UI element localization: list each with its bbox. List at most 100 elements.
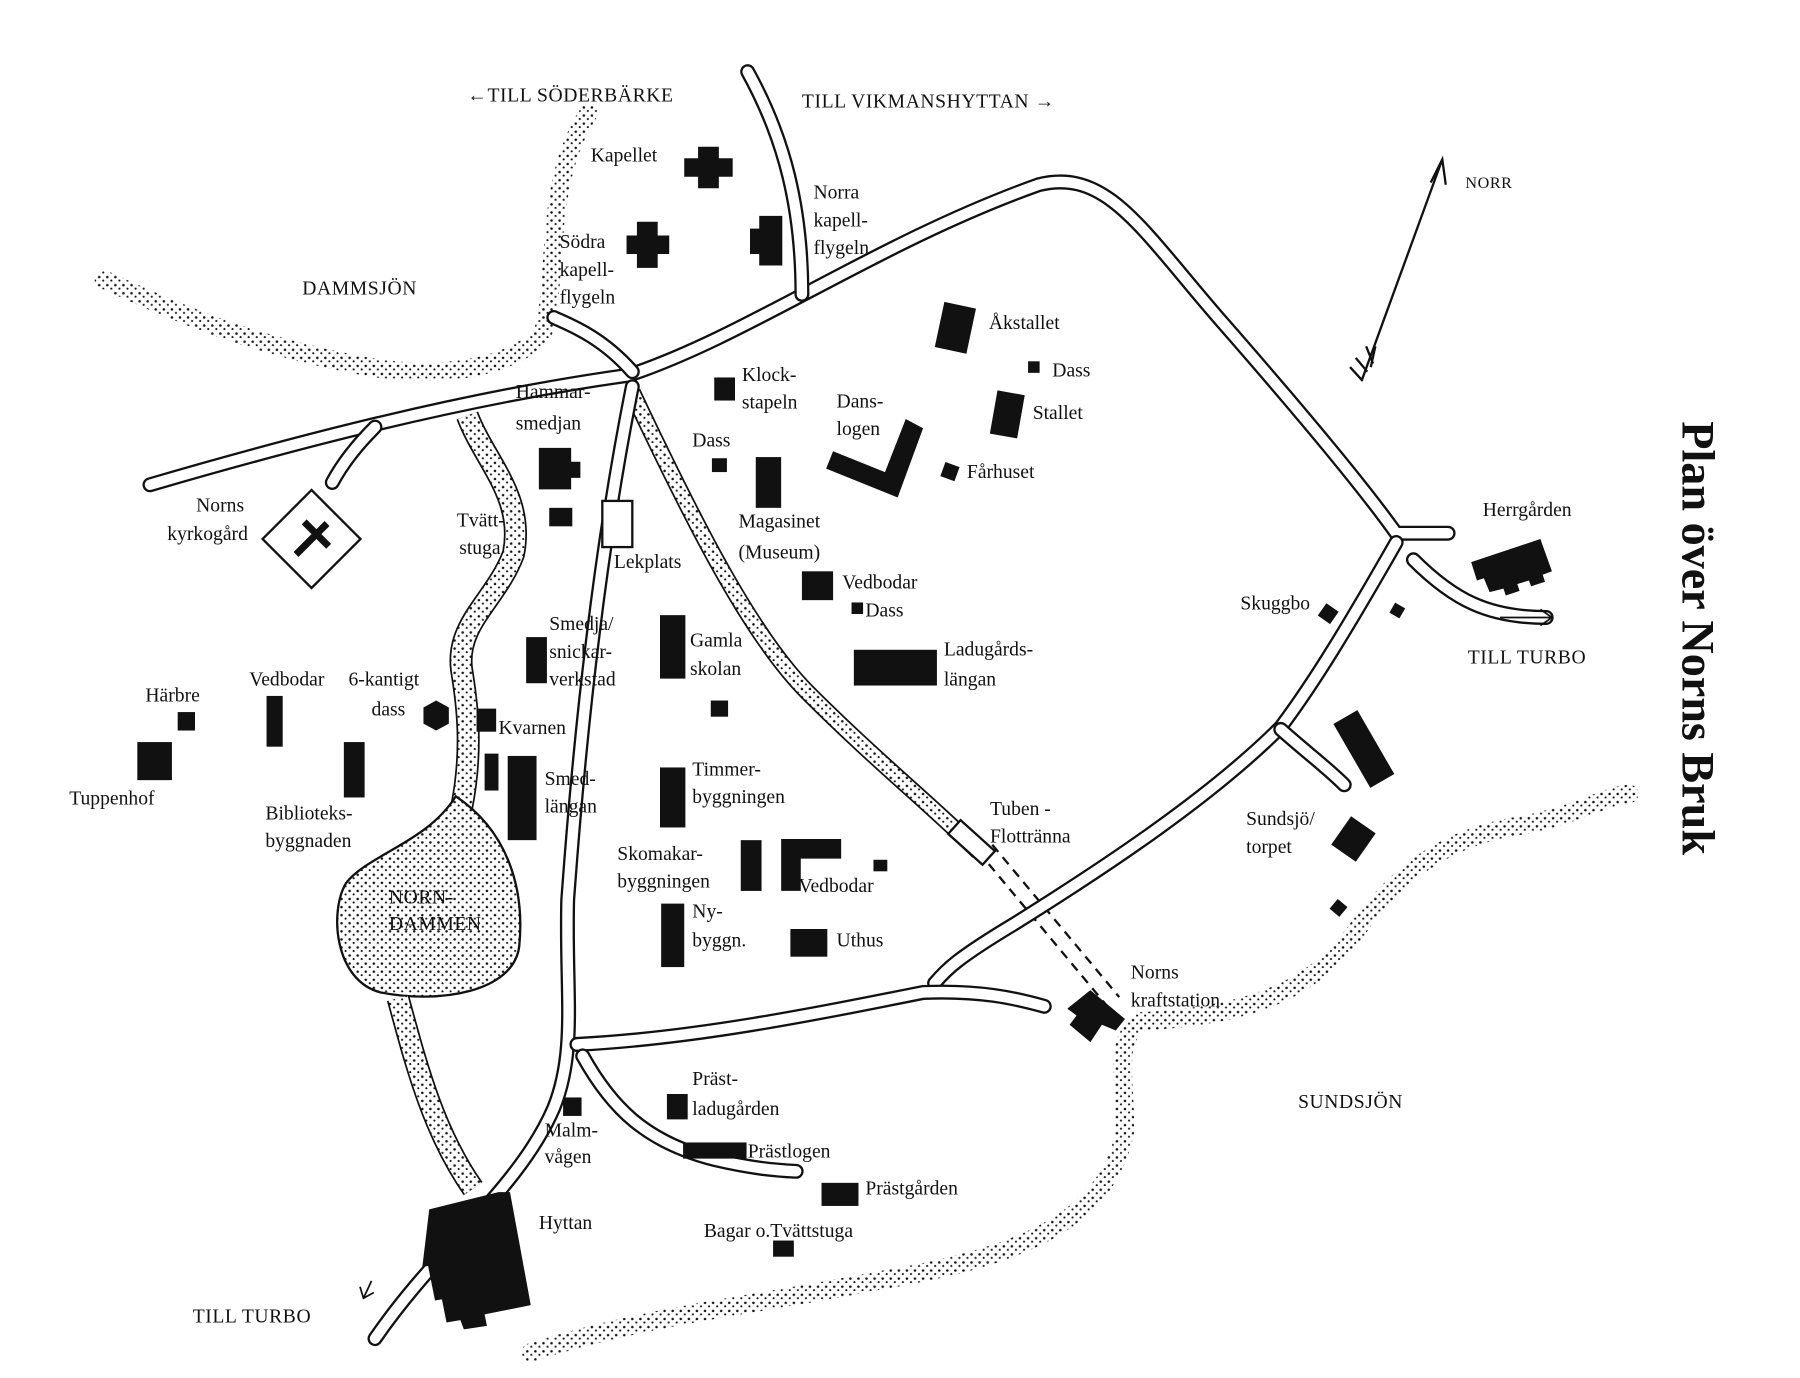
farhuset-building bbox=[940, 462, 960, 482]
sundsjon-shore bbox=[521, 784, 1639, 1362]
herrgarden-building bbox=[1471, 539, 1552, 596]
prastgarden-building bbox=[821, 1182, 859, 1206]
tuben-gate bbox=[946, 818, 997, 867]
malmvagen-building bbox=[563, 1097, 582, 1116]
label-lekplats: Lekplats bbox=[614, 552, 682, 573]
tvattstuga-building bbox=[549, 507, 573, 527]
smedlangan-building bbox=[507, 755, 537, 841]
bagarstuga-building bbox=[773, 1240, 794, 1257]
sodra-flygeln-building bbox=[626, 221, 670, 268]
tuben-pipe bbox=[977, 844, 1121, 1005]
uthus-building bbox=[790, 929, 828, 957]
label-smedlangan: Smed-längan bbox=[545, 769, 597, 818]
sundsjo-long-building bbox=[1333, 710, 1395, 788]
label-bagar-tvattstuga: Bagar o.Tvättstuga bbox=[704, 1221, 854, 1242]
water-label-sundsjon: SUNDSJÖN bbox=[1298, 1092, 1403, 1113]
prastladugarden-building bbox=[666, 1094, 688, 1120]
kvarnen-building bbox=[476, 708, 497, 732]
label-nybyggnaden: Ny-byggn. bbox=[692, 901, 746, 951]
dammsjon-shore bbox=[94, 103, 598, 382]
arrow-icon bbox=[359, 608, 1554, 1300]
shed-building bbox=[873, 859, 888, 872]
water-label-norndammen: NORN-DAMMEN bbox=[389, 888, 482, 936]
label-prastlogen: Prästlogen bbox=[748, 1141, 831, 1162]
dass-building bbox=[1028, 361, 1040, 373]
label-prastgarden: Prästgården bbox=[865, 1178, 958, 1199]
direction-turbo-south: TILL TURBO bbox=[193, 1306, 312, 1327]
label-dass: Dass bbox=[1052, 360, 1090, 381]
stream-inner bbox=[451, 411, 526, 810]
ladugardslangan-building bbox=[853, 649, 937, 686]
direction-vikmanshyttan: TILL VIKMANSHYTTAN → bbox=[802, 91, 1055, 112]
label-tuben-flottranna: Tuben -Flottränna bbox=[990, 799, 1071, 848]
label-timmerbyggningen: Timmer-byggningen bbox=[692, 760, 785, 809]
label-smedja: Smedja/snickar-verkstad bbox=[549, 614, 616, 690]
label-kapellet: Kapellet bbox=[591, 146, 658, 167]
label-harbre: Härbre bbox=[145, 686, 200, 707]
kapellet-building bbox=[684, 146, 733, 189]
label-stallet: Stallet bbox=[1033, 403, 1084, 424]
dass-building bbox=[711, 458, 727, 473]
label-kvarnen: Kvarnen bbox=[498, 718, 566, 739]
map-title: Plan över Norns Bruk bbox=[1672, 421, 1723, 855]
label-sundsjotorpet: Sundsjö/torpet bbox=[1246, 809, 1315, 858]
label-farhuset: Fårhuset bbox=[967, 462, 1035, 483]
label-danslogen: Dans-logen bbox=[837, 391, 884, 440]
label-dass: Dass bbox=[692, 431, 730, 452]
label-skomakarbyggningen: Skomakar-byggningen bbox=[617, 844, 710, 893]
nybyggnaden-building bbox=[661, 903, 685, 968]
gamla-skolan-building bbox=[660, 615, 686, 679]
label-dass: Dass bbox=[865, 600, 903, 621]
vedbodar-building bbox=[266, 695, 283, 747]
buildings bbox=[137, 146, 1552, 1330]
norra-flygeln-building bbox=[750, 215, 783, 266]
direction-soderbarke: ←TILL SÖDERBÄRKE bbox=[467, 86, 673, 107]
biblioteksbyggnaden-building bbox=[343, 742, 365, 798]
label-magasinet: Magasinet(Museum) bbox=[738, 511, 820, 563]
label-herrgarden: Herrgården bbox=[1483, 500, 1572, 521]
outflow-inner bbox=[388, 995, 482, 1195]
tuben-flume-inner bbox=[626, 389, 984, 857]
klockstapeln-building bbox=[714, 377, 735, 401]
kraftstation-building bbox=[1067, 990, 1125, 1043]
label-skuggbo: Skuggbo bbox=[1240, 593, 1310, 614]
norndammen-pond bbox=[336, 794, 522, 998]
label-akstallet: Åkstallet bbox=[989, 313, 1060, 334]
label-uthus: Uthus bbox=[837, 930, 884, 951]
vedbodar-building bbox=[801, 571, 834, 601]
skuggbo-building bbox=[1317, 603, 1339, 625]
label-tvattstuga: Tvätt-stuga bbox=[457, 510, 505, 559]
smedlangan-small-building bbox=[484, 753, 499, 791]
smedja-building bbox=[526, 637, 547, 684]
label-malmvagen: Malm-vågen bbox=[545, 1121, 598, 1169]
shed-building bbox=[710, 700, 729, 717]
label-hyttan: Hyttan bbox=[539, 1213, 593, 1234]
tuppenhof-building bbox=[137, 742, 172, 781]
harbre-building bbox=[177, 712, 195, 731]
akstallet-building bbox=[934, 301, 976, 354]
label-klockstapeln: Klock-stapeln bbox=[742, 365, 798, 414]
kyrkogard-cross-icon bbox=[260, 488, 363, 590]
label-biblioteksbyggnaden: Biblioteks-byggnaden bbox=[265, 803, 352, 852]
shed-building bbox=[1329, 898, 1348, 917]
north-label: NORR bbox=[1465, 175, 1512, 192]
shed-building bbox=[1389, 602, 1406, 619]
hexagonal-dass-building bbox=[423, 700, 449, 731]
timmerbyggningen-building bbox=[660, 767, 686, 828]
north-arrow-icon bbox=[1349, 155, 1447, 382]
water-label-dammsjon: DAMMSJÖN bbox=[302, 278, 417, 299]
skomakarbyggningen-building bbox=[740, 840, 762, 891]
label-hammarsmedjan: Hammar-smedjan bbox=[516, 382, 591, 434]
label-vedbodar: Vedbodar bbox=[798, 876, 874, 897]
danslogen-building bbox=[826, 419, 924, 498]
hyttan-building bbox=[422, 1192, 531, 1330]
dass-building bbox=[851, 602, 864, 614]
